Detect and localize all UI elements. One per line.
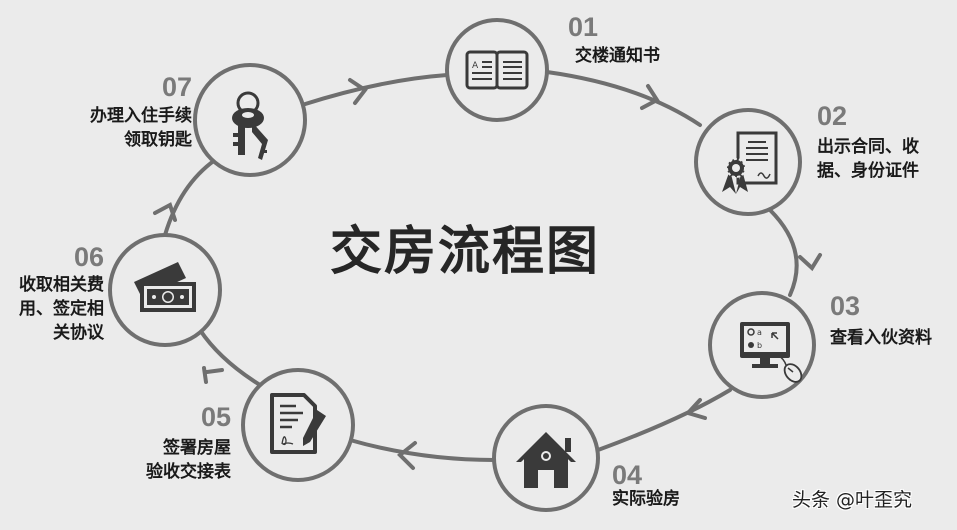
- step-label-05: 签署房屋 验收交接表: [146, 438, 231, 482]
- arrow-icon: [153, 202, 177, 222]
- watermark: 头条 @叶歪究: [792, 489, 913, 511]
- step-number-05: 05: [200, 402, 231, 432]
- step-number-01: 01: [568, 12, 599, 42]
- arrow-icon: [798, 253, 822, 272]
- step-circle-05: [241, 368, 355, 482]
- flow-arrows: [153, 78, 822, 470]
- step-label-04: 实际验房: [612, 489, 680, 509]
- step-label-07: 办理入住手续 领取钥匙: [90, 106, 192, 150]
- certificate-icon: [722, 131, 778, 194]
- arrow-icon: [348, 78, 368, 105]
- svg-text:A: A: [472, 61, 479, 71]
- money-bills-icon: [134, 262, 196, 312]
- arrow-icon: [203, 368, 224, 374]
- flow-path: [163, 70, 799, 462]
- svg-text:b: b: [757, 341, 762, 350]
- arrow-icon: [202, 366, 208, 384]
- arrow-icon: [397, 441, 417, 470]
- step-circle-02: [694, 108, 802, 216]
- step-number-03: 03: [830, 291, 861, 321]
- step-label-03: 查看入伙资料: [830, 328, 932, 348]
- diagram-title: 交房流程图: [330, 222, 601, 282]
- open-book-icon: A: [465, 50, 529, 90]
- keys-icon: [232, 91, 268, 160]
- step-number-06: 06: [73, 242, 104, 272]
- arrow-icon: [684, 398, 707, 420]
- step-number-04: 04: [612, 460, 643, 490]
- sign-document-icon: [270, 393, 326, 454]
- house-icon: [516, 432, 576, 488]
- step-number-02: 02: [817, 101, 848, 131]
- step-label-01: 交楼通知书: [575, 46, 660, 66]
- computer-monitor-icon: a b: [740, 322, 803, 383]
- step-label-06: 收取相关费 用、签定相 关协议: [19, 275, 104, 343]
- step-number-07: 07: [161, 72, 192, 102]
- step-label-02: 出示合同、收 据、身份证件: [817, 137, 919, 181]
- svg-text:a: a: [757, 328, 762, 337]
- arrow-icon: [640, 84, 660, 110]
